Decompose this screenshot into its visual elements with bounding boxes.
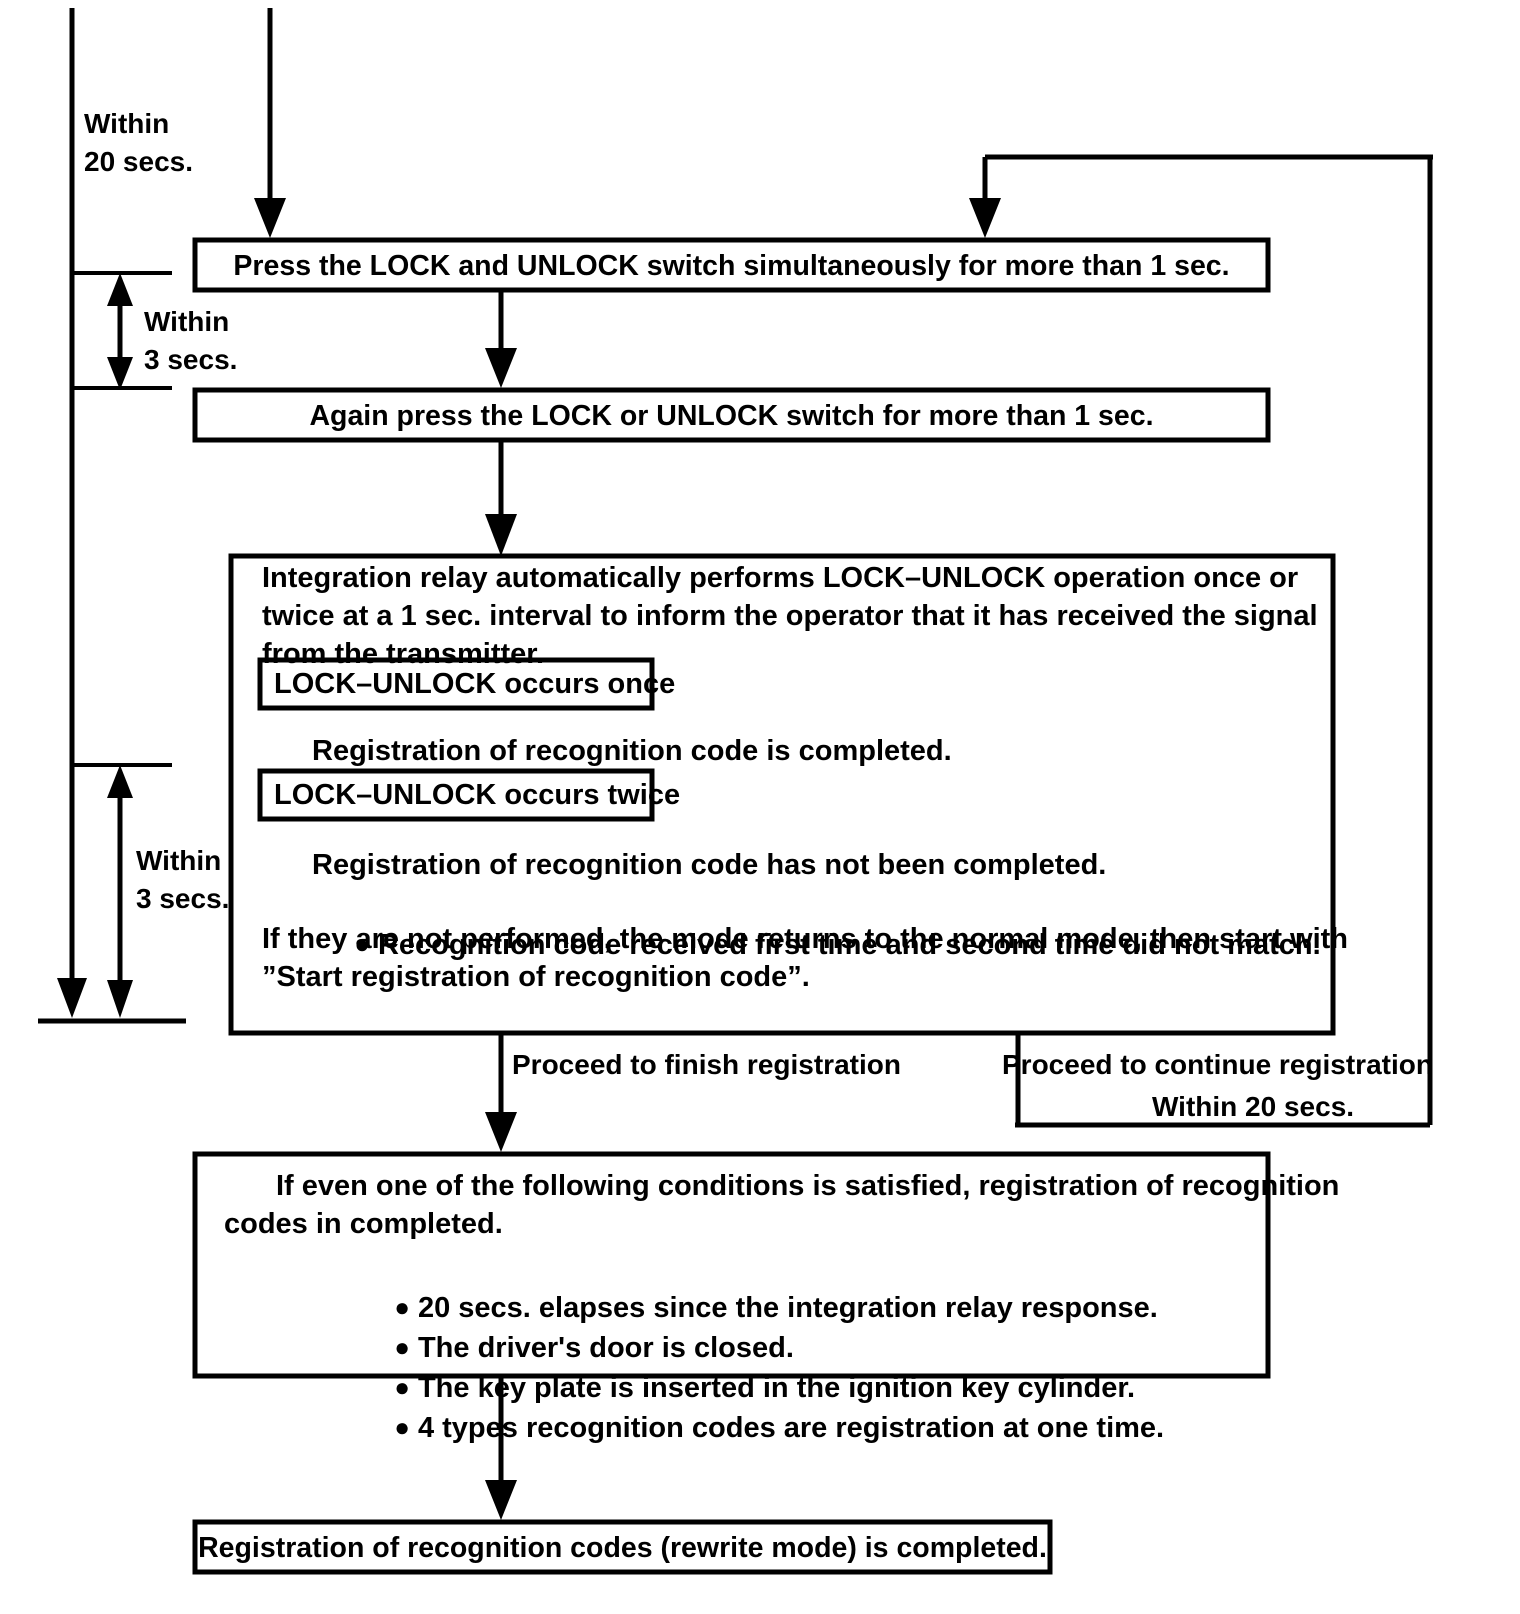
within-3-secs-top-label-line1: Within: [144, 306, 230, 337]
case-once-result-text: Registration of recognition code is comp…: [312, 735, 952, 767]
case-twice-result-text: Registration of recognition code has not…: [312, 849, 1107, 881]
bullet-icon: ●: [394, 1372, 410, 1402]
step3-intro-line3: from the transmitter.: [262, 638, 544, 670]
case-twice-box: [257, 768, 655, 822]
arrow-finish-branch: [485, 1035, 517, 1152]
branch-finish-label: Proceed to finish registration: [512, 1049, 901, 1080]
step5-text: Registration of recognition codes (rewri…: [198, 1532, 1047, 1564]
within-3-secs-top-arrow: [107, 273, 133, 390]
condition-text-0: 20 secs. elapses since the integration r…: [417, 1292, 1158, 1325]
case-twice-label: LOCK–UNLOCK occurs twice: [274, 779, 681, 811]
within-20-secs-label-line1: Within: [84, 108, 170, 139]
condition-row-1: ●The driver's door is closed.: [362, 1281, 794, 1414]
case-twice-bullet-text: Recognition code received first time and…: [377, 929, 1321, 962]
step2-text: Again press the LOCK or UNLOCK switch fo…: [309, 400, 1154, 432]
condition-row-3: ●4 types recognition codes are registrat…: [362, 1361, 1164, 1494]
condition-row-0: ●20 secs. elapses since the integration …: [362, 1241, 1158, 1374]
condition-row-2: ●The key plate is inserted in the igniti…: [362, 1321, 1135, 1454]
step3-note-line2: ”Start registration of recognition code”…: [262, 961, 810, 993]
step3-intro-line1: Integration relay automatically performs…: [262, 562, 1299, 594]
case-once-label: LOCK–UNLOCK occurs once: [274, 668, 676, 700]
arrow-step1-step2: [485, 292, 517, 388]
step4-intro-line1: If even one of the following conditions …: [276, 1170, 1340, 1202]
bullet-icon: ●: [394, 1412, 410, 1442]
within-20-secs-bracket: [38, 8, 186, 1024]
condition-text-3: 4 types recognition codes are registrati…: [417, 1412, 1165, 1445]
bullet-icon: ●: [394, 1292, 410, 1322]
step5-box: [192, 1519, 1053, 1575]
entry-arrow: [254, 8, 286, 238]
within-20-secs-label-line2: 20 secs.: [84, 146, 193, 177]
condition-text-2: The key plate is inserted in the ignitio…: [417, 1372, 1136, 1405]
step4-intro-line2: codes in completed.: [224, 1208, 503, 1240]
case-twice-bullet-row: ●Recognition code received first time an…: [322, 878, 1321, 1011]
bullet-icon: ●: [354, 929, 370, 959]
branch-continue-label: Proceed to continue registration: [1002, 1049, 1433, 1080]
within-3-secs-bottom-arrow: [107, 765, 133, 1018]
within-3-secs-bottom-label-line2: 3 secs.: [136, 883, 230, 914]
arrow-step4-step5: [485, 1378, 517, 1520]
within-3-secs-bottom-label-line1: Within: [136, 845, 222, 876]
step3-intro-line2: twice at a 1 sec. interval to inform the…: [262, 600, 1318, 632]
step1-text: Press the LOCK and UNLOCK switch simulta…: [233, 250, 1230, 282]
within-20-secs-right-label: Within 20 secs.: [1152, 1091, 1355, 1122]
condition-text-1: The driver's door is closed.: [417, 1332, 794, 1365]
within-3-secs-top-label-line2: 3 secs.: [144, 344, 238, 375]
step3-note-line1: If they are not performed, the mode retu…: [262, 923, 1349, 955]
step2-box: [192, 387, 1271, 443]
loopback-path: [969, 154, 1433, 1128]
step4-box: [192, 1151, 1271, 1379]
case-once-box: [257, 657, 655, 711]
step1-box: [192, 237, 1271, 293]
bullet-icon: ●: [394, 1332, 410, 1362]
arrow-step2-step3: [485, 442, 517, 556]
